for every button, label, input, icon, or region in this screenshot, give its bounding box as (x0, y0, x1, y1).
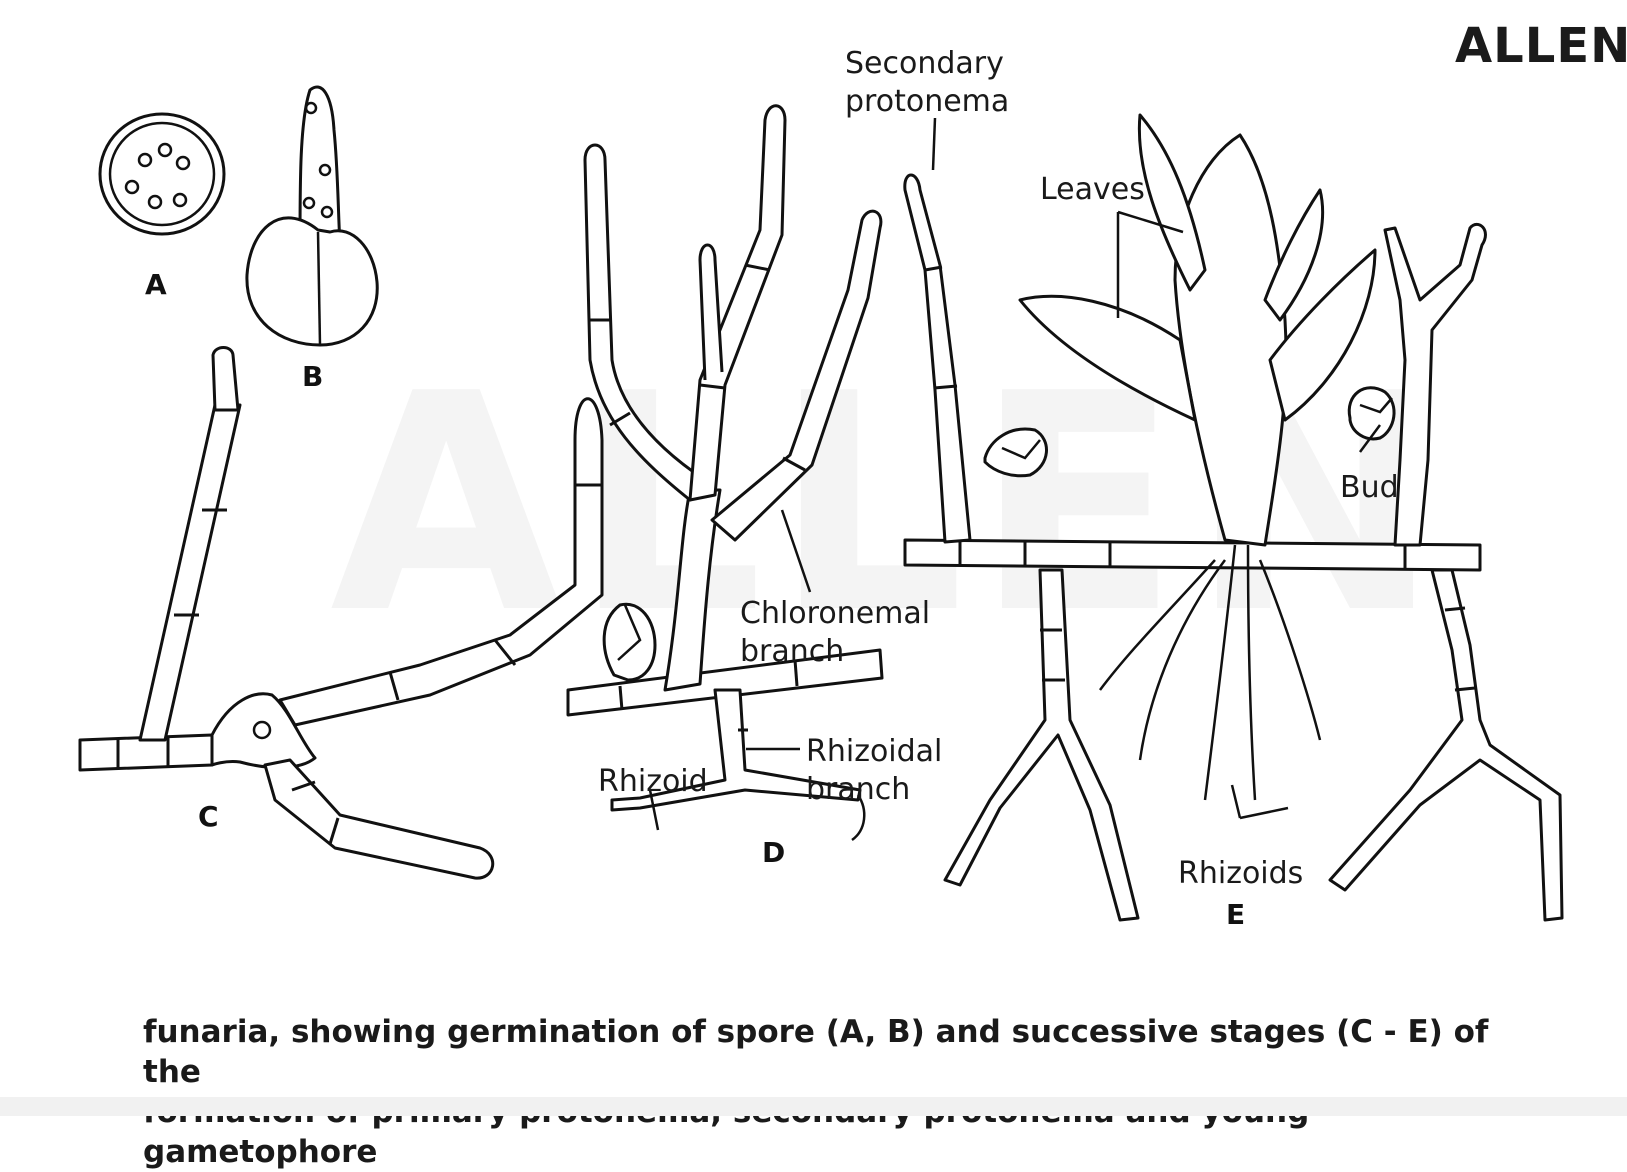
label-rhizoid: Rhizoid (598, 764, 708, 799)
allen-logo: ALLEN (1455, 18, 1627, 74)
label-secondary-protonema-line2: protonema (845, 84, 1010, 119)
label-rhizoids: Rhizoids (1178, 856, 1304, 891)
figure-label-c: C (198, 800, 219, 833)
label-chloronemal-line1: Chloronemal (740, 596, 931, 631)
label-bud: Bud (1340, 470, 1399, 505)
label-chloronemal-line2: branch (740, 634, 845, 669)
figure-label-b: B (302, 360, 324, 393)
germinating-spore-b (245, 85, 379, 347)
label-rhizoidal-line2: branch (806, 772, 911, 807)
primary-protonema-c (78, 346, 604, 880)
bottom-strip (0, 1097, 1627, 1116)
leader-lines (648, 117, 1382, 831)
gametophore-e (903, 113, 1564, 922)
figure-caption: funaria, showing germination of spore (A… (143, 1012, 1543, 1172)
figure-label-d: D (762, 836, 786, 869)
figure-label-e: E (1226, 898, 1246, 931)
protonema-illustration (78, 85, 1564, 922)
spore-a (98, 112, 226, 236)
protonema-d (566, 104, 884, 842)
label-rhizoidal-line1: Rhizoidal (806, 734, 943, 769)
label-leaves: Leaves (1040, 172, 1145, 207)
diagram-stage: ALLEN (0, 18, 1627, 1170)
label-secondary-protonema-line1: Secondary (845, 46, 1004, 81)
figure-label-a: A (145, 268, 167, 301)
caption-line-1: funaria, showing germination of spore (A… (143, 1014, 1489, 1090)
